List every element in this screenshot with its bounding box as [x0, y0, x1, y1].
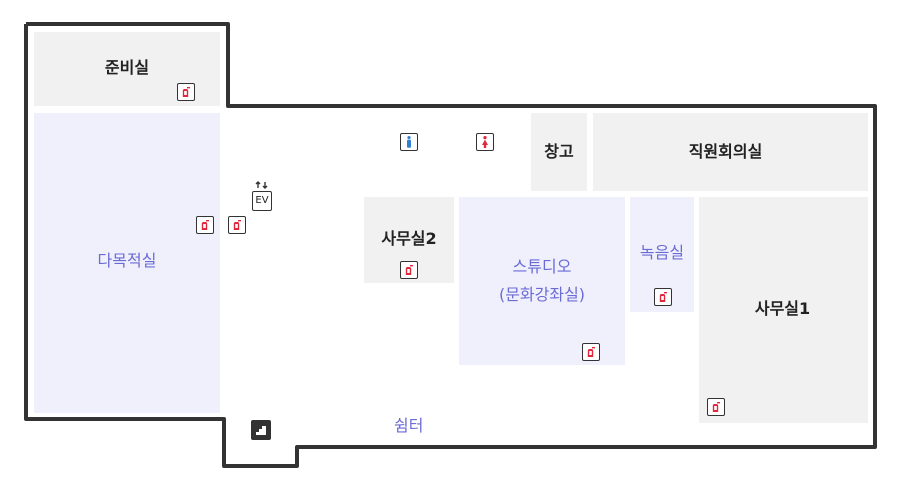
- male-restroom-icon: [400, 133, 418, 151]
- staff-meeting-room-label: 직원회의실: [688, 142, 763, 161]
- elevator-label: EV: [255, 195, 269, 206]
- studio-room-sublabel: (문화강좌실): [498, 285, 586, 304]
- recording-room-label: 녹음실: [639, 243, 685, 262]
- prep-room-label: 준비실: [104, 58, 150, 77]
- fire-extinguisher-icon: [177, 83, 195, 101]
- staff-meeting-room[interactable]: 직원회의실: [593, 113, 868, 191]
- stairs-icon: [251, 420, 271, 440]
- office1-room[interactable]: 사무실1: [699, 197, 868, 423]
- office1-room-label: 사무실1: [754, 299, 811, 318]
- elevator-icon: EV: [252, 180, 272, 211]
- fire-extinguisher-icon: [582, 343, 600, 361]
- elevator-box: EV: [252, 191, 272, 211]
- fire-extinguisher-icon: [654, 288, 672, 306]
- multipurpose-room-label: 다목적실: [97, 251, 157, 270]
- fire-extinguisher-icon: [228, 216, 246, 234]
- studio-room-label: 스튜디오: [512, 257, 572, 276]
- multipurpose-room[interactable]: 다목적실: [34, 113, 220, 413]
- fire-extinguisher-icon: [400, 261, 418, 279]
- office2-room[interactable]: 사무실2: [364, 197, 454, 283]
- storage-room-label: 창고: [544, 142, 574, 161]
- shelter-label: 쉼터: [394, 416, 424, 435]
- female-restroom-icon: [476, 133, 494, 151]
- building-wall: [24, 22, 877, 468]
- fire-extinguisher-icon: [196, 216, 214, 234]
- storage-room[interactable]: 창고: [531, 113, 587, 191]
- studio-room[interactable]: 스튜디오 (문화강좌실): [459, 197, 625, 365]
- fire-extinguisher-icon: [707, 398, 725, 416]
- office2-room-label: 사무실2: [381, 229, 437, 248]
